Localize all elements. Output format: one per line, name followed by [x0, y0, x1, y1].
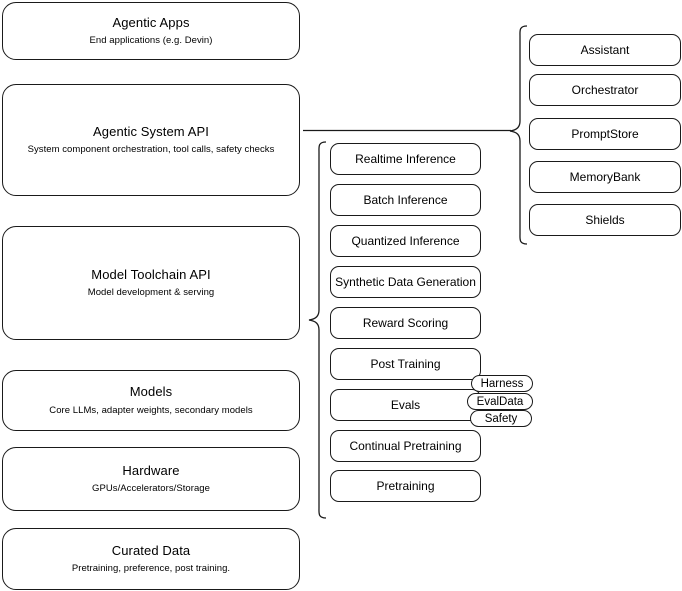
chip-label: Realtime Inference — [355, 152, 456, 166]
chip-label: Reward Scoring — [362, 316, 449, 330]
chip-label: PromptStore — [571, 127, 639, 141]
toolchain-item-reward-scoring[interactable]: Reward Scoring — [330, 307, 481, 339]
toolchain-item-synthetic-data-generation[interactable]: Synthetic Data Generation — [330, 266, 481, 298]
chip-label: Synthetic Data Generation — [335, 275, 476, 289]
layer-subtitle: Pretraining, preference, post training. — [71, 563, 231, 575]
layer-subtitle: End applications (e.g. Devin) — [89, 35, 213, 47]
layer-subtitle: System component orchestration, tool cal… — [27, 144, 275, 156]
layer-title: Agentic System API — [93, 123, 209, 139]
chip-label: Shields — [585, 213, 625, 227]
toolchain-item-batch-inference[interactable]: Batch Inference — [330, 184, 481, 216]
layer-subtitle: GPUs/Accelerators/Storage — [92, 483, 210, 495]
chip-label: Orchestrator — [571, 83, 639, 97]
toolchain-item-realtime-inference[interactable]: Realtime Inference — [330, 143, 481, 175]
layer-agentic-system-api[interactable]: Agentic System API System component orch… — [2, 84, 300, 196]
pill-label: Harness — [480, 377, 524, 390]
layer-title: Models — [129, 384, 173, 400]
toolchain-item-post-training[interactable]: Post Training — [330, 348, 481, 380]
toolchain-item-quantized-inference[interactable]: Quantized Inference — [330, 225, 481, 257]
chip-label: Evals — [390, 398, 421, 412]
pill-label: Safety — [484, 412, 518, 425]
chip-label: Quantized Inference — [351, 234, 460, 248]
layer-title: Hardware — [122, 462, 180, 478]
system-item-promptstore[interactable]: PromptStore — [529, 118, 681, 150]
toolchain-item-pretraining[interactable]: Pretraining — [330, 470, 481, 502]
toolchain-item-evals[interactable]: Evals — [330, 389, 481, 421]
chip-label: Assistant — [580, 43, 630, 57]
layer-title: Agentic Apps — [112, 14, 190, 30]
evals-tag-evaldata[interactable]: EvalData — [467, 393, 533, 410]
layer-agentic-apps[interactable]: Agentic Apps End applications (e.g. Devi… — [2, 2, 300, 60]
evals-tag-harness[interactable]: Harness — [471, 375, 533, 392]
chip-label: Batch Inference — [363, 193, 448, 207]
layer-subtitle: Core LLMs, adapter weights, secondary mo… — [49, 404, 253, 416]
chip-label: Continual Pretraining — [349, 439, 462, 453]
system-item-memorybank[interactable]: MemoryBank — [529, 161, 681, 193]
layer-models[interactable]: Models Core LLMs, adapter weights, secon… — [2, 370, 300, 431]
layer-curated-data[interactable]: Curated Data Pretraining, preference, po… — [2, 528, 300, 590]
layer-title: Model Toolchain API — [91, 266, 211, 282]
chip-label: Pretraining — [376, 479, 435, 493]
layer-title: Curated Data — [111, 542, 191, 558]
toolchain-item-continual-pretraining[interactable]: Continual Pretraining — [330, 430, 481, 462]
evals-tag-safety[interactable]: Safety — [470, 410, 532, 427]
chip-label: MemoryBank — [569, 170, 641, 184]
layer-hardware[interactable]: Hardware GPUs/Accelerators/Storage — [2, 447, 300, 511]
layer-subtitle: Model development & serving — [87, 287, 215, 299]
layer-model-toolchain-api[interactable]: Model Toolchain API Model development & … — [2, 226, 300, 340]
system-item-assistant[interactable]: Assistant — [529, 34, 681, 66]
chip-label: Post Training — [370, 357, 441, 371]
pill-label: EvalData — [476, 395, 524, 408]
system-item-shields[interactable]: Shields — [529, 204, 681, 236]
system-item-orchestrator[interactable]: Orchestrator — [529, 74, 681, 106]
